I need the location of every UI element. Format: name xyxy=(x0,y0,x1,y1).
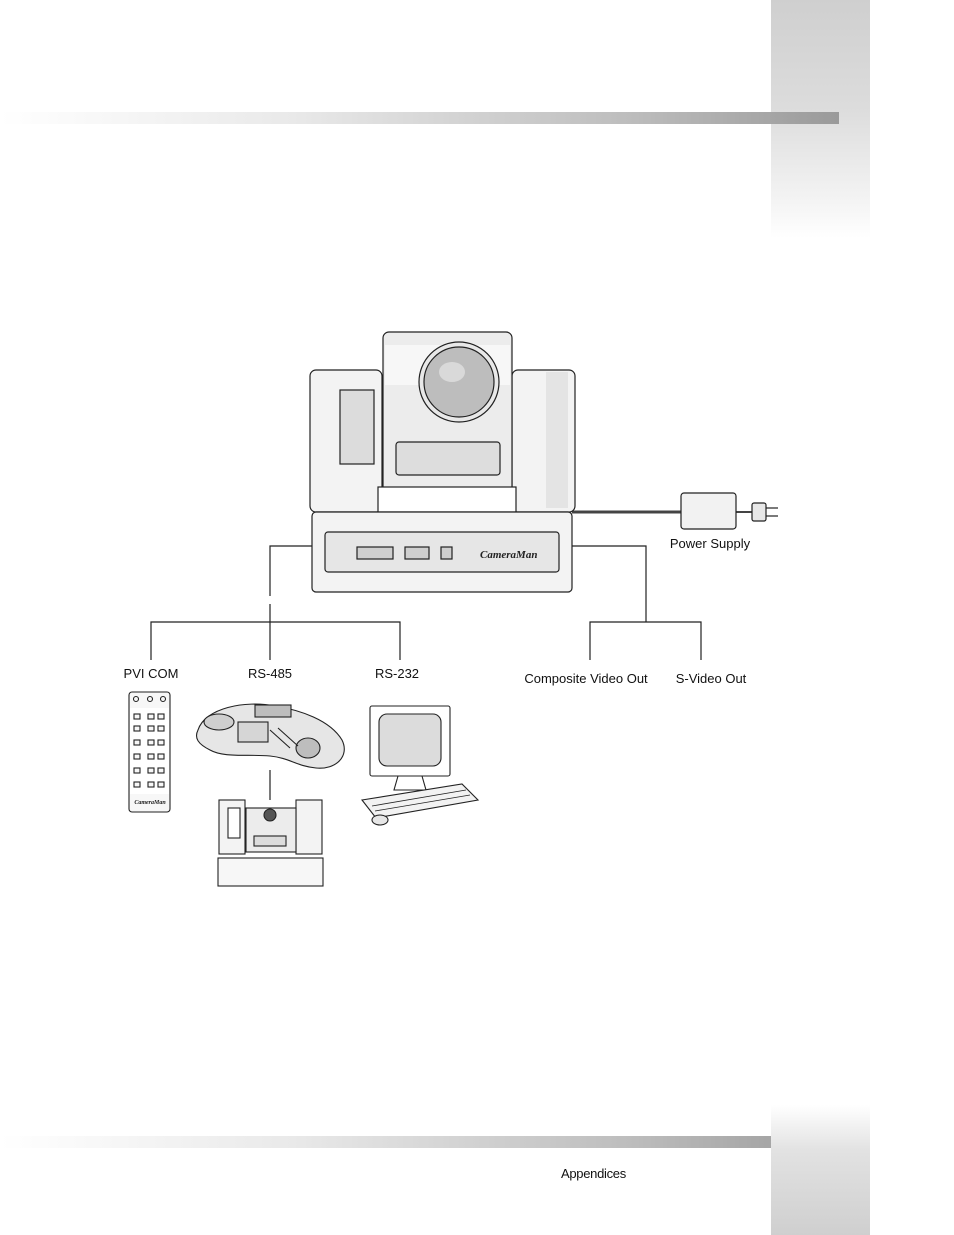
camera-brand: CameraMan xyxy=(480,549,537,561)
remote-brand: CameraMan xyxy=(134,800,166,806)
remote-camera-base xyxy=(217,857,324,887)
camera-front-panel xyxy=(395,441,501,476)
camera-lens xyxy=(423,346,495,418)
footer-section-label: Appendices xyxy=(561,1166,626,1181)
line-right-branch xyxy=(589,621,702,660)
base-button-lock xyxy=(440,546,453,560)
side-tab-bottom xyxy=(771,1105,870,1235)
base-button-group-1 xyxy=(356,546,394,560)
line-left-trunk xyxy=(269,545,312,596)
remote-camera xyxy=(217,799,324,887)
remote-camera-right-arm xyxy=(295,799,323,855)
keyboard-left-knob xyxy=(203,713,235,731)
line-right-trunk xyxy=(572,545,647,622)
connection-lines xyxy=(150,510,752,800)
header-rule xyxy=(0,112,839,124)
base-button-group-2 xyxy=(404,546,430,560)
power-supply xyxy=(680,492,778,530)
remote-camera-front xyxy=(253,835,287,847)
monitor-screen xyxy=(378,713,442,767)
remote-control: CameraMan xyxy=(128,691,171,813)
power-adapter xyxy=(680,492,737,530)
keyboard-joystick xyxy=(295,737,321,759)
keyboard-keys xyxy=(237,721,269,743)
remote-camera-left-panel xyxy=(227,807,241,839)
keyboard-slider-1 xyxy=(269,729,291,749)
computer xyxy=(360,705,480,826)
keyboard-slider-2 xyxy=(277,727,299,747)
label-rs485: RS-485 xyxy=(248,666,292,681)
monitor-stand xyxy=(393,775,427,791)
mouse xyxy=(371,814,389,826)
power-plug xyxy=(751,502,767,522)
keyboard-display xyxy=(254,704,292,718)
camera-left-panel xyxy=(339,389,375,465)
label-composite-video: Composite Video Out xyxy=(524,671,648,686)
camera-neck xyxy=(377,486,517,513)
footer-rule xyxy=(0,1136,839,1148)
remote-camera-lens xyxy=(263,808,277,822)
label-power-supply: Power Supply xyxy=(670,536,751,551)
line-left-branch xyxy=(150,621,401,660)
camera-lens-glare xyxy=(439,362,465,382)
main-camera: CameraMan xyxy=(309,331,576,593)
camera-right-shade xyxy=(546,372,568,508)
label-pvi-com: PVI COM xyxy=(124,666,179,681)
label-rs232: RS-232 xyxy=(375,666,419,681)
label-svideo: S-Video Out xyxy=(676,671,747,686)
keyboard-controller xyxy=(195,703,345,769)
